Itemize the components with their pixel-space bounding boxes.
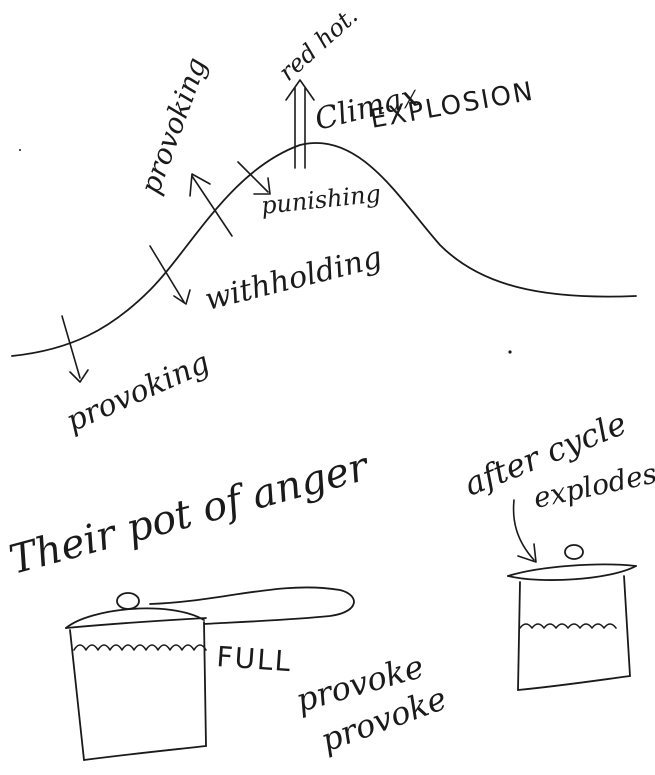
provoking-arrow-icon <box>189 173 233 237</box>
full-pot-icon <box>65 586 355 761</box>
scan-speck <box>19 149 21 151</box>
explodes-arrow-icon <box>512 499 537 563</box>
scan-speck <box>508 350 512 354</box>
label-provoking-bottom: provoking <box>61 345 215 439</box>
punishing-arrow-icon <box>237 161 271 195</box>
climax-arrow-icon <box>285 79 315 169</box>
anger-cycle-curve <box>11 142 637 357</box>
label-full: FULL <box>216 640 294 678</box>
label-punishing: punishing <box>260 180 383 220</box>
label-provoking-top: provoking <box>134 53 214 198</box>
withholding-arrow-icon <box>149 245 191 305</box>
exploded-pot-icon <box>507 544 637 691</box>
label-their-pot-of-anger: Their pot of anger <box>5 443 376 584</box>
provoking-lower-arrow-icon <box>61 315 89 383</box>
label-withholding: withholding <box>201 240 385 318</box>
label-red-hot: red hot. <box>273 2 363 87</box>
